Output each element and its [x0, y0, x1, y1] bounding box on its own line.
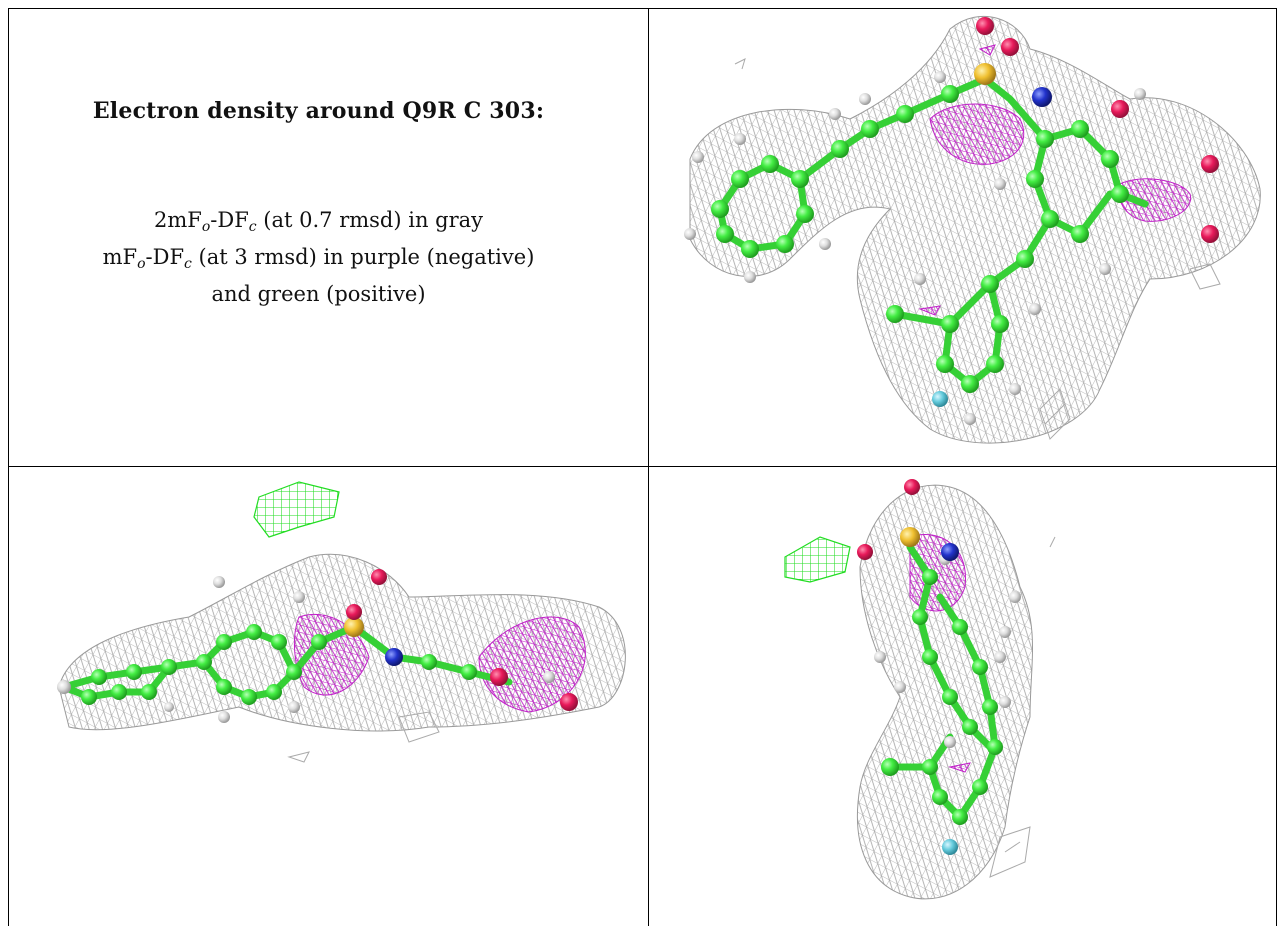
stray-mesh: [287, 711, 440, 763]
legend-line-positive: and green (positive): [211, 282, 426, 306]
molecule-atoms: [684, 17, 1219, 425]
stray-mesh: [734, 58, 1221, 440]
view-bottom-left: [9, 467, 647, 926]
molecule-atoms: [57, 569, 578, 723]
view-top-right: [650, 9, 1276, 465]
table-divider-vertical: [648, 8, 649, 926]
figure-legend: 2mFo-DFc (at 0.7 rmsd) in gray mFo-DFc (…: [20, 205, 617, 309]
molecule-atoms: [857, 479, 1021, 855]
density-positive: [784, 536, 851, 583]
density-2fofc: [689, 15, 1261, 444]
stray-mesh: [989, 536, 1056, 878]
density-negative: [918, 44, 1192, 316]
figure-title: Electron density around Q9R C 303:: [92, 98, 545, 124]
table-border-top: [8, 8, 1277, 9]
legend-line-2fofc: 2mFo-DFc (at 0.7 rmsd) in gray: [153, 208, 484, 235]
view-bottom-right: [650, 467, 1276, 926]
legend-line-fofc: mFo-DFc (at 3 rmsd) in purple (negative): [102, 245, 535, 272]
table-divider-horizontal: [8, 466, 1277, 467]
density-negative: [294, 613, 586, 713]
table-border-left: [8, 8, 9, 926]
density-positive: [253, 481, 340, 538]
